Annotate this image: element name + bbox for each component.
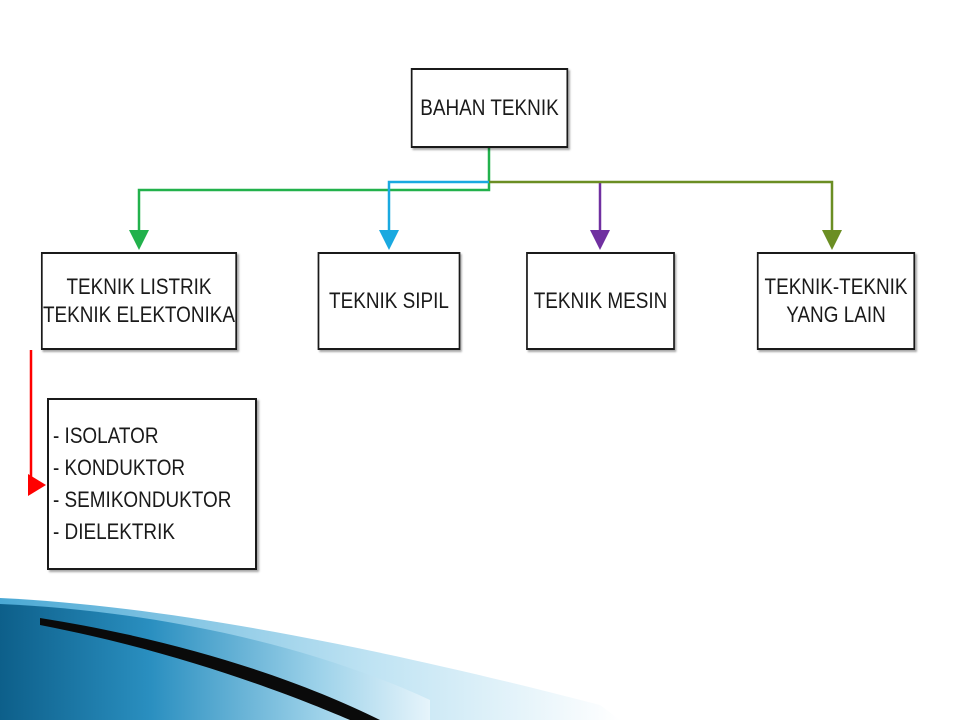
connector-teknik-lain <box>489 180 842 250</box>
node-teknik-sipil: TEKNIK SIPIL <box>317 252 461 350</box>
connector-teknik-sipil <box>379 180 489 250</box>
node-label: TEKNIK MESIN <box>533 288 668 313</box>
root-node-bahan-teknik: BAHAN TEKNIK <box>410 68 569 148</box>
node-label: BAHAN TEKNIK <box>420 95 559 120</box>
ribbon-shadow-band <box>40 618 380 720</box>
node-label-line-1: TEKNIK LISTRIK <box>66 274 212 299</box>
node-label-line-1: TEKNIK-TEKNIK <box>764 274 908 299</box>
node-label: TEKNIK SIPIL <box>329 288 449 313</box>
node-label-line-2: YANG LAIN <box>786 302 886 327</box>
list-item-konduktor: - KONDUKTOR <box>53 455 186 480</box>
node-teknik-listrik: TEKNIK LISTRIK TEKNIK ELEKTONIKA <box>40 252 238 350</box>
node-teknik-mesin: TEKNIK MESIN <box>526 252 675 350</box>
connector-teknik-listrik <box>129 148 491 250</box>
connector-teknik-mesin <box>590 182 610 250</box>
node-label-line-2: TEKNIK ELEKTONIKA <box>42 302 236 327</box>
node-teknik-lain: TEKNIK-TEKNIK YANG LAIN <box>756 252 916 350</box>
list-item-semikonduktor: - SEMIKONDUKTOR <box>53 487 232 512</box>
list-item-isolator: - ISOLATOR <box>53 423 159 448</box>
list-item-dielektrik: - DIELEKTRIK <box>53 519 175 544</box>
node-material-list: - ISOLATOR - KONDUKTOR - SEMIKONDUKTOR -… <box>47 398 257 570</box>
connector-material-list <box>28 350 46 496</box>
